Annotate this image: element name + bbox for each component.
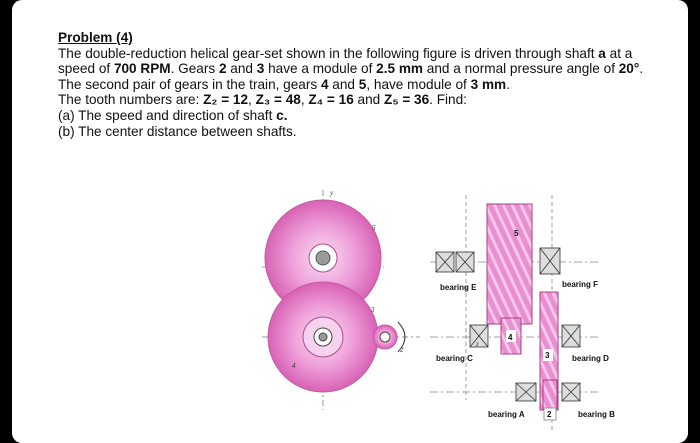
gear-5-ref: 5: [358, 76, 367, 92]
problem-paragraph-2: The tooth numbers are: Z₂ = 12, Z₃ = 48,…: [58, 92, 467, 108]
shaft-a: a: [598, 45, 606, 61]
gear-2-ref: 2: [218, 61, 227, 77]
module-2-value: 3 mm: [470, 76, 507, 92]
gear-4-side-label: 4: [292, 362, 296, 370]
bearing-c-symbol: [469, 324, 489, 348]
gear-3-label: 3: [545, 351, 550, 360]
gear-3-label-bg: [543, 349, 553, 361]
gear-5-shaft: [315, 250, 331, 266]
text-run: and a normal pressure angle of: [423, 61, 619, 77]
gear-3-shaft: [318, 332, 328, 342]
gear-4-label: 4: [508, 333, 513, 342]
bearing-f-label: bearing F: [562, 280, 598, 289]
gear-2-side-label: 2: [400, 346, 404, 354]
bearing-a-label: bearing A: [488, 410, 525, 419]
text-run: The tooth numbers are:: [58, 92, 204, 108]
text-run: The double-reduction helical gear-set sh…: [58, 45, 599, 61]
gear-4-ref: 4: [320, 76, 329, 92]
gear-5-side-label: 5: [372, 224, 376, 232]
gear-5-side: [486, 203, 533, 325]
bearing-d-label: bearing D: [572, 354, 609, 363]
gear-5-label: 5: [514, 229, 519, 238]
speed-value: 700 RPM: [113, 61, 171, 77]
module-1-value: 2.5 mm: [376, 61, 424, 77]
bearing-e-symbol: [435, 251, 475, 273]
bearing-d-symbol: [561, 324, 581, 348]
text-run: . Find:: [429, 92, 467, 108]
z3-value: Z₃ = 48: [255, 92, 301, 108]
z-label: z: [475, 340, 479, 348]
pressure-angle-value: 20°: [618, 61, 640, 77]
question-a: (a) The speed and direction of shaft c.: [58, 108, 658, 124]
z5-value: Z₅ = 36: [384, 92, 430, 108]
gear-2-label-bg: [543, 407, 557, 421]
gear-3-ref: 3: [256, 61, 265, 77]
text-run: at a speed of: [58, 45, 633, 77]
bearing-a-symbol: [515, 382, 537, 402]
gear-3-side-label: 3: [370, 306, 375, 314]
bearing-b-symbol: [561, 382, 581, 402]
gear-2-side: [542, 379, 558, 411]
problem-title: Problem (4): [58, 30, 133, 45]
gear-2-label: 2: [547, 410, 552, 419]
y-axis-label: y: [329, 189, 334, 197]
bearing-f-symbol: [539, 247, 561, 275]
text-run: and: [353, 92, 385, 108]
problem-text: Problem (4) The double-reduction helical…: [58, 30, 658, 139]
text-run: , have module of: [366, 76, 471, 92]
text-run: and: [328, 76, 359, 92]
z2-value: Z₂ = 12: [203, 92, 249, 108]
bearing-e-label: bearing E: [440, 283, 477, 292]
text-run: have a module of: [264, 61, 377, 77]
bearing-c-label: bearing C: [436, 354, 473, 363]
gear-4-label-bg: [506, 330, 516, 342]
text-run: . The second pair of gears in the train,…: [58, 61, 644, 92]
question-b: (b) The center distance between shafts.: [58, 123, 297, 139]
text-run: (a) The speed and direction of shaft: [58, 107, 277, 123]
z4-value: Z₄ = 16: [308, 92, 354, 108]
text-run: .: [506, 76, 510, 92]
gear-2-hub: [379, 331, 391, 343]
text-run: and: [226, 61, 257, 77]
bearing-b-label: bearing B: [578, 410, 615, 419]
rotation-arrow: [397, 321, 406, 353]
problem-paragraph-1: The double-reduction helical gear-set sh…: [58, 46, 658, 93]
text-run: . Gears: [170, 61, 219, 77]
shaft-c: c.: [276, 107, 288, 123]
